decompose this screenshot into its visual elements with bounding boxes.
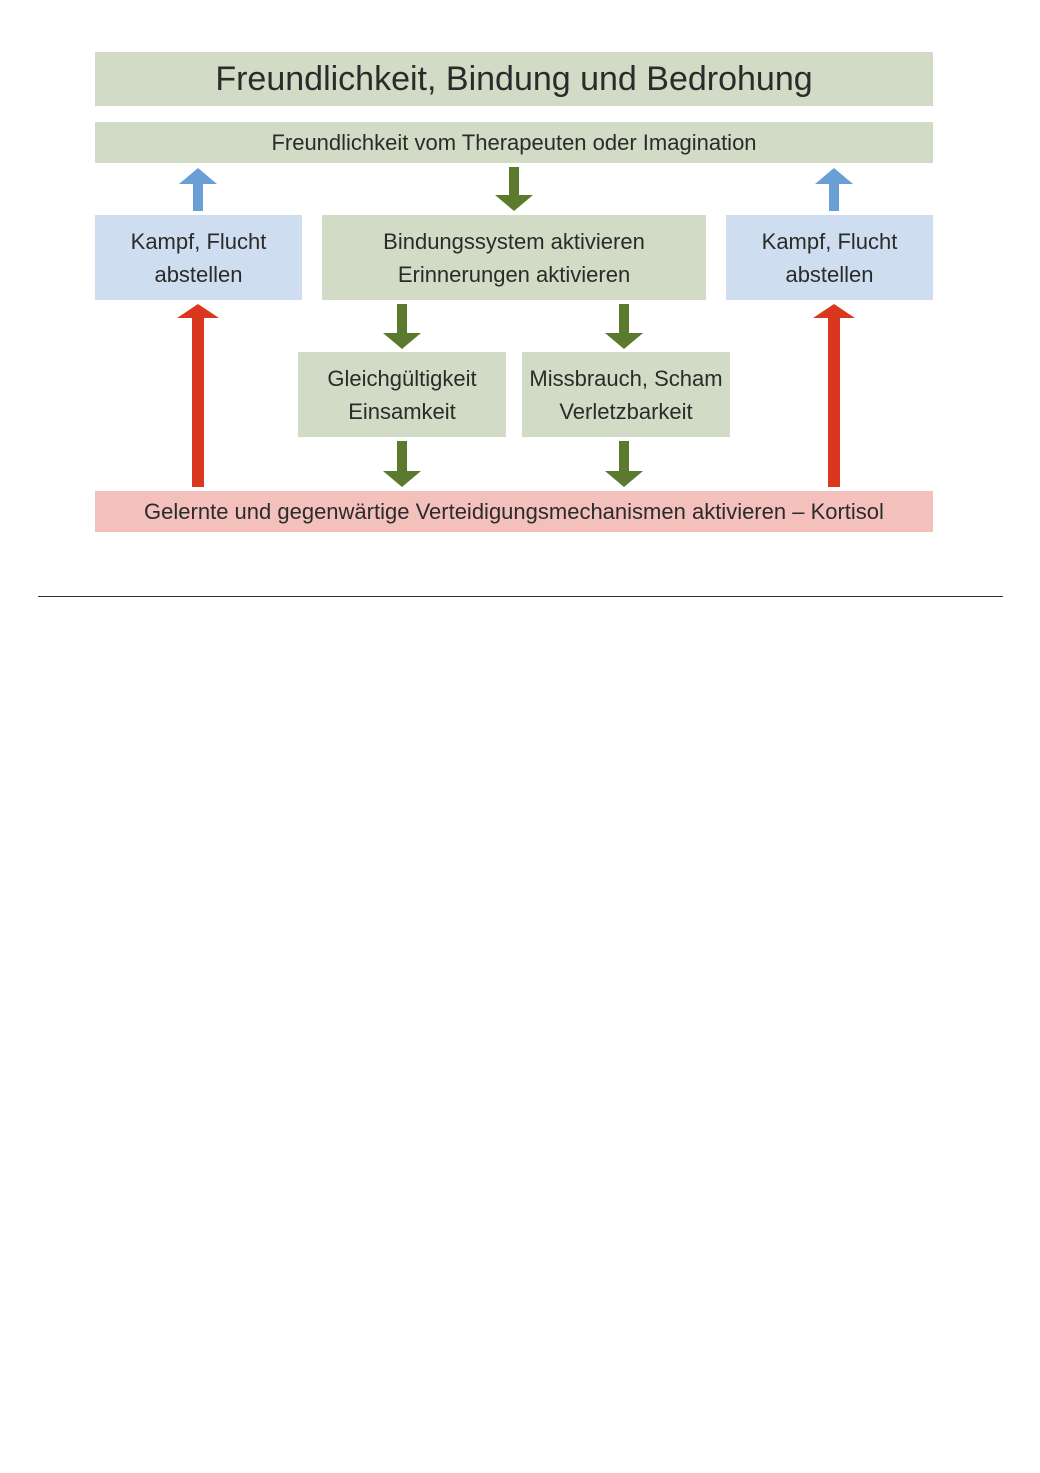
green-arrow-down-gleich — [383, 304, 421, 349]
green-arrow-down-miss-defense — [605, 441, 643, 487]
center-box-line1: Bindungssystem aktivieren — [383, 228, 645, 254]
defense-mechanisms-box: Gelernte und gegenwärtige Verteidigungsm… — [95, 491, 933, 532]
miss-box-line1: Missbrauch, Scham — [529, 365, 723, 391]
red-arrow-up-left — [177, 304, 219, 487]
blue-arrow-up-left — [179, 168, 217, 211]
right-box-line1: Kampf, Flucht — [761, 228, 898, 254]
source-text: Freundlichkeit vom Therapeuten oder Imag… — [271, 129, 757, 155]
defense-text: Gelernte und gegenwärtige Verteidigungsm… — [144, 498, 884, 524]
left-fight-flight-box: Kampf, Flucht abstellen — [95, 215, 302, 300]
right-box-line2: abstellen — [785, 261, 874, 287]
source-box: Freundlichkeit vom Therapeuten oder Imag… — [95, 122, 933, 163]
gleich-box-line1: Gleichgültigkeit — [327, 365, 477, 391]
diagram-title-text: Freundlichkeit, Bindung und Bedrohung — [215, 59, 813, 98]
green-arrow-down-center — [495, 167, 533, 211]
abuse-box: Missbrauch, Scham Verletzbarkeit — [522, 352, 730, 437]
left-box-line2: abstellen — [154, 261, 243, 287]
arrows-layer — [177, 167, 855, 487]
gleich-box-line2: Einsamkeit — [348, 398, 456, 424]
red-arrow-up-right — [813, 304, 855, 487]
indifference-box: Gleichgültigkeit Einsamkeit — [298, 352, 506, 437]
center-box-line2: Erinnerungen aktivieren — [397, 261, 631, 287]
green-arrow-down-miss — [605, 304, 643, 349]
miss-box-line2: Verletzbarkeit — [559, 398, 693, 424]
left-box-line1: Kampf, Flucht — [130, 228, 267, 254]
green-arrow-down-gleich-defense — [383, 441, 421, 487]
right-fight-flight-box: Kampf, Flucht abstellen — [726, 215, 933, 300]
attachment-system-box: Bindungssystem aktivieren Erinnerungen a… — [322, 215, 706, 300]
horizontal-divider — [38, 596, 1003, 597]
blue-arrow-up-right — [815, 168, 853, 211]
diagram-title: Freundlichkeit, Bindung und Bedrohung — [95, 52, 933, 106]
